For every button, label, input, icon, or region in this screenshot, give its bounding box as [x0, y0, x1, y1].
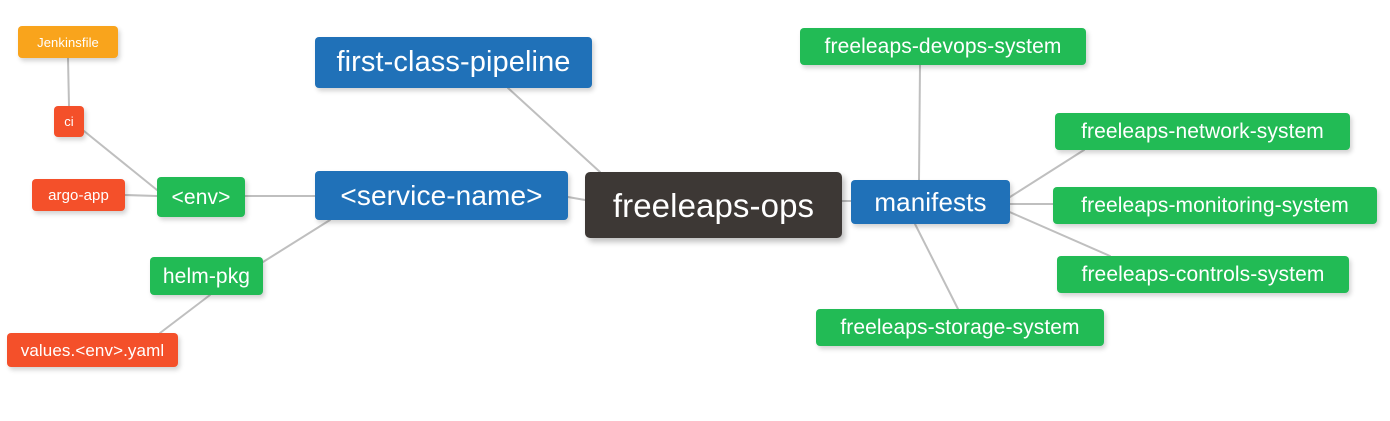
edge-values-env-yaml-to-helm-pkg	[159, 294, 211, 334]
node-env[interactable]: <env>	[157, 177, 245, 217]
edge-manifests-to-freeleaps-storage-system	[914, 223, 959, 310]
node-label: freeleaps-controls-system	[1081, 263, 1325, 286]
edge-first-class-pipeline-to-freeleaps-ops	[507, 87, 601, 173]
node-label: values.<env>.yaml	[20, 340, 165, 360]
edge-manifests-to-freeleaps-devops-system	[918, 64, 921, 181]
node-service-name[interactable]: <service-name>	[315, 171, 568, 220]
node-label: freeleaps-network-system	[1081, 120, 1324, 143]
node-label: Jenkinsfile	[37, 34, 99, 50]
node-label: freeleaps-monitoring-system	[1081, 194, 1349, 217]
edge-argo-app-to-env	[124, 194, 158, 197]
node-manifests[interactable]: manifests	[851, 180, 1010, 224]
node-label: first-class-pipeline	[336, 46, 571, 78]
node-label: freeleaps-devops-system	[824, 35, 1062, 58]
edge-service-name-to-freeleaps-ops	[567, 196, 586, 201]
node-freeleaps-network-system[interactable]: freeleaps-network-system	[1055, 113, 1350, 150]
node-label: ci	[64, 114, 74, 129]
node-label: <env>	[171, 185, 231, 209]
node-label: argo-app	[48, 186, 109, 204]
node-ci[interactable]: ci	[54, 106, 84, 137]
node-freeleaps-monitoring-system[interactable]: freeleaps-monitoring-system	[1053, 187, 1377, 224]
node-helm-pkg[interactable]: helm-pkg	[150, 257, 263, 295]
node-freeleaps-devops-system[interactable]: freeleaps-devops-system	[800, 28, 1086, 65]
node-jenkinsfile[interactable]: Jenkinsfile	[18, 26, 118, 58]
node-freeleaps-storage-system[interactable]: freeleaps-storage-system	[816, 309, 1104, 346]
node-label: <service-name>	[340, 179, 543, 211]
node-values-env-yaml[interactable]: values.<env>.yaml	[7, 333, 178, 367]
node-freeleaps-ops[interactable]: freeleaps-ops	[585, 172, 842, 238]
node-label: freeleaps-ops	[612, 186, 815, 224]
node-first-class-pipeline[interactable]: first-class-pipeline	[315, 37, 592, 88]
node-argo-app[interactable]: argo-app	[32, 179, 125, 211]
node-label: freeleaps-storage-system	[840, 316, 1080, 339]
edge-jenkinsfile-to-ci	[67, 57, 70, 107]
node-freeleaps-controls-system[interactable]: freeleaps-controls-system	[1057, 256, 1349, 293]
node-label: manifests	[874, 187, 987, 217]
node-label: helm-pkg	[162, 264, 251, 288]
edge-helm-pkg-to-service-name	[262, 219, 331, 263]
